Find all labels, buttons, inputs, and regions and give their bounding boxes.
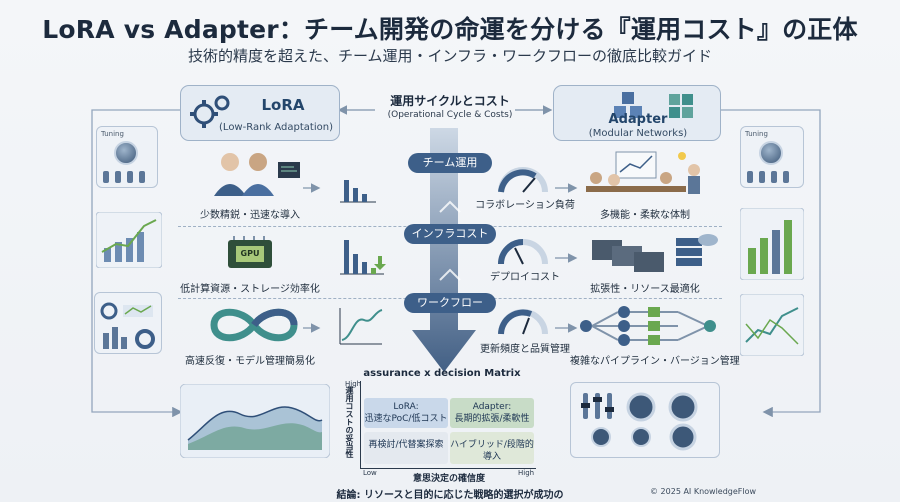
gpu-chip-icon — [228, 236, 272, 268]
page-title: LoRA vs Adapter：チーム開発の命運を分ける『運用コスト』の正体 — [42, 15, 858, 44]
control-knobs-icon — [581, 392, 698, 451]
control-panel — [570, 382, 720, 458]
tab-workflow[interactable]: ワークフロー — [404, 293, 496, 313]
adapter-name: Adapter — [608, 112, 668, 127]
area-chart-icon — [180, 384, 330, 458]
adapter-feature-3: 複雑なパイプライン・バージョン管理 — [570, 356, 740, 367]
cycle-subheading: (Operational Cycle & Costs) — [387, 110, 513, 120]
gauge-icon-2 — [498, 239, 548, 265]
tab-team-operations[interactable]: チーム運用 — [408, 153, 492, 173]
dashboard-icon — [100, 302, 155, 349]
right-tuning-knob[interactable] — [759, 141, 783, 165]
matrix-cell-adapter: Adapter: 長期的拡張/柔軟性 — [450, 398, 534, 428]
adapter-full-name: (Modular Networks) — [588, 128, 688, 139]
right-tuning-label: Tuning — [745, 130, 768, 138]
lora-full-name: (Low-Rank Adaptation) — [219, 122, 333, 133]
right-slider-icons — [747, 171, 789, 183]
infinity-loop-icon — [210, 308, 298, 342]
gpu-servers-icon — [592, 234, 718, 272]
curve-chart-icon — [339, 308, 383, 345]
matrix-y-axis-label: 運用コストの妥当性 — [345, 386, 354, 458]
matrix-cell-lora-text: LoRA: 迅速なPoC/低コスト — [364, 402, 448, 424]
matrix-cell-lora: LoRA: 迅速なPoC/低コスト — [364, 398, 448, 428]
copyright-text: © 2025 AI KnowledgeFlow — [650, 487, 757, 496]
matrix-cell-reconsider: 再検討/代替案探索 — [364, 432, 448, 464]
matrix-title: assurance x decision Matrix — [363, 368, 521, 379]
gpu-label: GPU — [240, 249, 260, 258]
tuning-knob[interactable] — [114, 141, 138, 165]
lora-card: LoRA (Low-Rank Adaptation) — [180, 85, 340, 141]
right-bar-chart-icon — [740, 208, 804, 280]
adapter-card: Adapter (Modular Networks) — [553, 85, 721, 141]
conclusion-text: 結論: リソースと目的に応じた戦略的選択が成功の鍵。 — [336, 490, 564, 501]
metric-update-quality: 更新頻度と品質管理 — [480, 344, 570, 355]
meeting-icon — [586, 151, 700, 194]
right-line-chart-icon — [740, 294, 804, 356]
bar-chart-icon-1 — [340, 180, 376, 203]
left-growth-chart-icon — [96, 212, 162, 268]
cycle-heading: 運用サイクルとコスト — [390, 94, 510, 108]
matrix-y-low: Low — [363, 469, 377, 477]
tab-infrastructure-cost[interactable]: インフラコスト — [404, 224, 496, 244]
gauge-icon-3 — [498, 309, 548, 335]
matrix-cell-hybrid: ハイブリッド/段階的導入 — [450, 432, 534, 464]
matrix-x-high: High — [518, 469, 535, 477]
matrix-cell-adapter-text: Adapter: 長期的拡張/柔軟性 — [454, 402, 530, 424]
lora-name: LoRA — [261, 96, 305, 114]
lora-feature-1: 少数精鋭・迅速な導入 — [200, 210, 300, 221]
slider-icons — [103, 171, 145, 183]
adapter-feature-2: 拡張性・リソース最適化 — [590, 284, 700, 295]
right-tuning-panel: Tuning — [740, 126, 804, 188]
left-dashboard-panel — [94, 292, 162, 354]
left-tuning-panel: Tuning — [96, 126, 158, 188]
metric-deploy-cost: デプロイコスト — [490, 272, 560, 283]
matrix-cell-hybrid-text: ハイブリッド/段階的導入 — [450, 440, 534, 462]
matrix-cell-reconsider-text: 再検討/代替案探索 — [368, 440, 444, 450]
matrix-x-axis-label: 意思決定の確信度 — [412, 474, 485, 484]
team-people-icon — [214, 153, 300, 196]
matrix-x-axis — [360, 468, 536, 469]
matrix-y-axis — [360, 381, 361, 469]
left-tuning-label: Tuning — [101, 130, 124, 138]
modules-icon — [614, 92, 693, 118]
pipeline-icon — [580, 306, 716, 346]
gauge-icon-1 — [498, 167, 548, 193]
adapter-feature-1: 多機能・柔軟な体制 — [600, 210, 690, 221]
gears-icon — [190, 95, 230, 128]
metric-collaboration: コラボレーション負荷 — [475, 200, 575, 211]
matrix-y-high: High — [345, 380, 362, 388]
lora-feature-3: 高速反復・モデル管理簡易化 — [185, 356, 315, 367]
lora-feature-2: 低計算資源・ストレージ効率化 — [180, 284, 320, 295]
page-subtitle: 技術的精度を超えた、チーム運用・インフラ・ワークフローの徹底比較ガイド — [187, 47, 713, 65]
bar-chart-icon-2 — [340, 240, 386, 275]
